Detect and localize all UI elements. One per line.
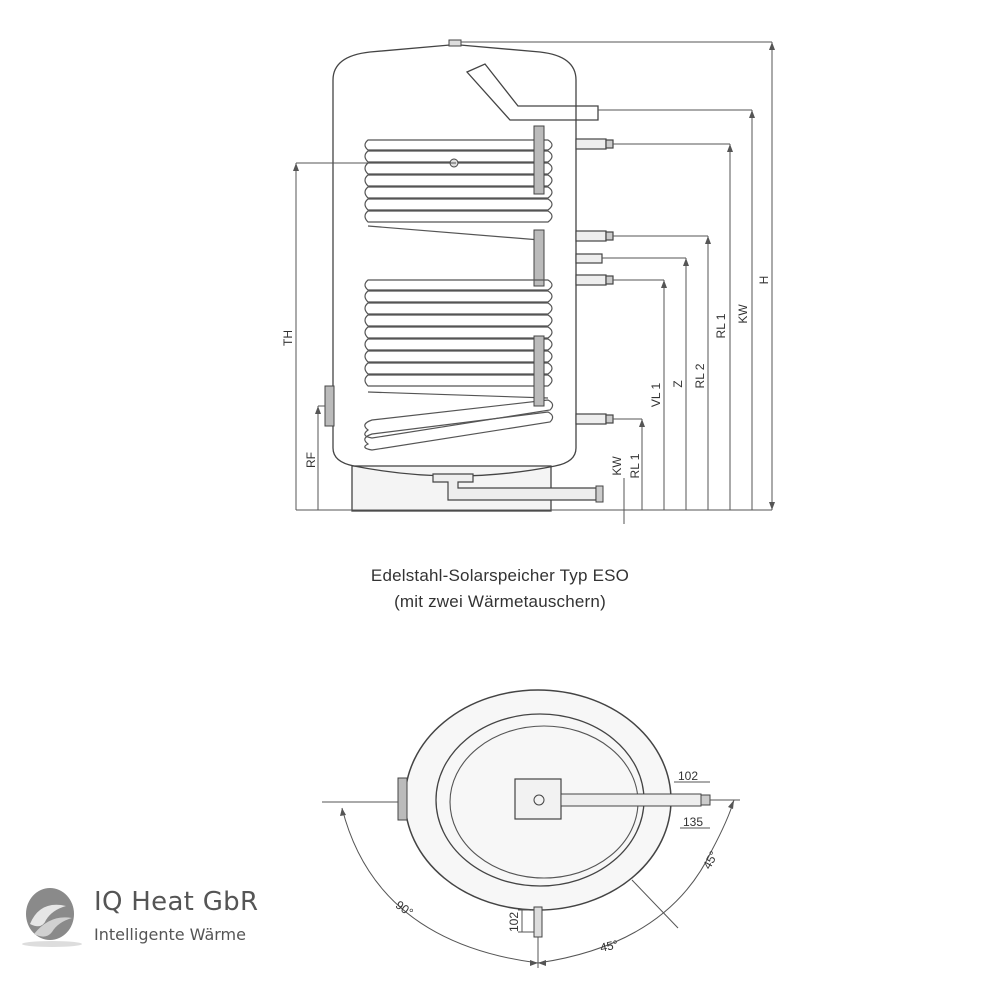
hot-water-pipe bbox=[465, 63, 599, 121]
label-135: 135 bbox=[683, 815, 703, 829]
swirl-logo-icon bbox=[22, 888, 82, 947]
label-TH: TH bbox=[281, 330, 295, 346]
label-H: H bbox=[757, 276, 771, 285]
label-102-top: 102 bbox=[678, 769, 698, 783]
center-block bbox=[514, 778, 562, 820]
bottom-inlet-end bbox=[595, 485, 604, 503]
top-dimension-lines bbox=[322, 781, 740, 968]
label-45-deg-bottom: 45° bbox=[599, 937, 620, 955]
label-Z: Z bbox=[671, 380, 685, 387]
bottom-connection bbox=[533, 906, 543, 938]
label-45-deg-right: 45° bbox=[700, 849, 721, 872]
label-RL1: RL 1 bbox=[714, 313, 728, 338]
outlet-pipe bbox=[560, 793, 702, 807]
side-dimension-lines bbox=[293, 41, 775, 524]
top-view: 102 135 102 90° 45° 45° bbox=[322, 689, 740, 968]
label-KW: KW bbox=[736, 304, 750, 324]
upper-coil-manifold bbox=[533, 125, 545, 195]
company-tagline: Intelligente Wärme bbox=[94, 925, 246, 944]
side-view: H KW RL 1 RL 2 Z VL 1 TH RF KW RL 1 bbox=[281, 39, 775, 524]
drawing-title: Edelstahl-Solarspeicher Typ ESO bbox=[370, 566, 630, 585]
drawing-subtitle: (mit zwei Wärmetauschern) bbox=[394, 592, 606, 611]
side-flange bbox=[324, 385, 335, 427]
label-RF: RF bbox=[304, 452, 318, 468]
lower-coil-manifold bbox=[533, 335, 545, 407]
middle-manifold bbox=[533, 229, 545, 287]
lower-heat-exchanger-coil bbox=[364, 279, 554, 451]
side-dimension-labels: H KW RL 1 RL 2 Z VL 1 TH RF KW RL 1 bbox=[281, 276, 771, 479]
center-port bbox=[533, 794, 545, 806]
label-90-deg: 90° bbox=[393, 898, 416, 920]
tank-body bbox=[332, 44, 577, 477]
label-RL2: RL 2 bbox=[693, 363, 707, 388]
company-name: IQ Heat GbR bbox=[94, 887, 259, 917]
label-KW-bottom: KW bbox=[610, 456, 624, 476]
top-flange bbox=[397, 777, 408, 821]
right-connections bbox=[575, 138, 614, 425]
top-nozzle bbox=[448, 39, 462, 47]
upper-heat-exchanger-coil bbox=[364, 139, 553, 241]
label-102-bottom: 102 bbox=[507, 912, 521, 932]
outlet-pipe-end bbox=[700, 794, 711, 806]
label-VL1: VL 1 bbox=[649, 383, 663, 408]
label-RL1-bottom: RL 1 bbox=[628, 453, 642, 478]
